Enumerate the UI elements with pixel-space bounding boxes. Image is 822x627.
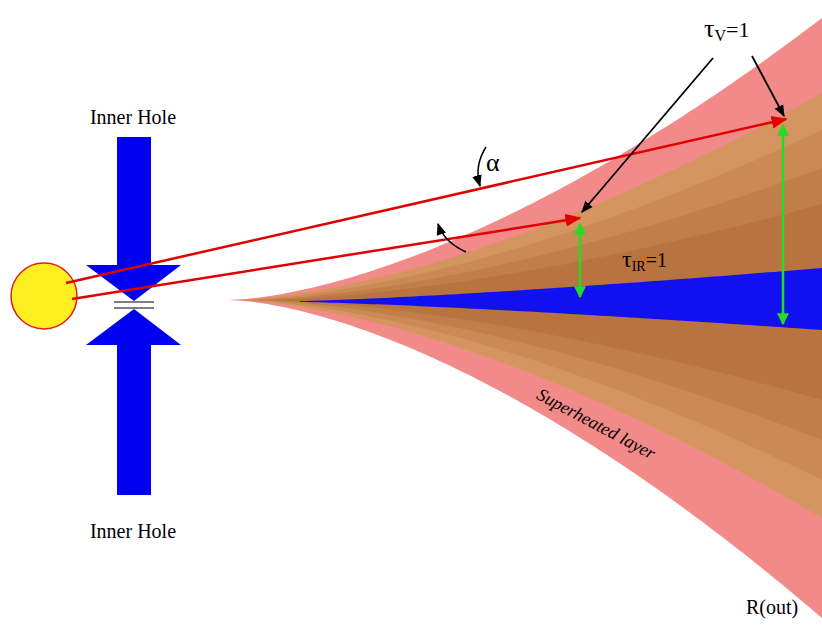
optical-depth-subscript: IR	[632, 259, 646, 274]
edge-label: R(out)	[746, 596, 798, 619]
optical-depth-value: =1	[646, 249, 667, 271]
grazing-ray	[66, 119, 786, 283]
angle-arc	[438, 224, 466, 252]
layer-label: Superheated layer	[533, 384, 659, 464]
midplane-wedge	[300, 268, 822, 330]
optical-depth-value: =1	[726, 17, 749, 42]
disk-layer	[228, 18, 822, 618]
arrow-head	[86, 309, 181, 345]
optical-depth-label: τIR=1	[622, 246, 667, 275]
optical-depth-subscript: V	[714, 27, 726, 44]
hole-edge-tick	[114, 301, 154, 302]
star-symbol	[11, 263, 77, 329]
height-arrow	[782, 125, 785, 324]
disk-layer	[262, 204, 822, 400]
optical-depth-symbol: τ	[704, 14, 714, 43]
arrow-shaft	[117, 137, 151, 267]
flared-disk	[228, 18, 822, 618]
hole-edge-tick	[114, 307, 154, 308]
disk-layer	[240, 130, 822, 480]
disk-layer	[232, 93, 822, 518]
optical-depth-label: τV=1	[704, 14, 749, 46]
leader-arrow	[752, 56, 784, 116]
leader-arrow	[582, 58, 713, 212]
region-label: Inner Hole	[90, 520, 176, 543]
inner-hole-arrows	[86, 137, 181, 495]
height-arrow	[579, 224, 582, 297]
arrow-shaft	[117, 343, 151, 495]
optical-depth-symbol: τ	[622, 246, 632, 272]
grazing-ray	[72, 218, 580, 299]
region-label: Inner Hole	[90, 106, 176, 129]
angle-symbol: α	[486, 148, 500, 178]
angle-arc	[478, 147, 486, 186]
